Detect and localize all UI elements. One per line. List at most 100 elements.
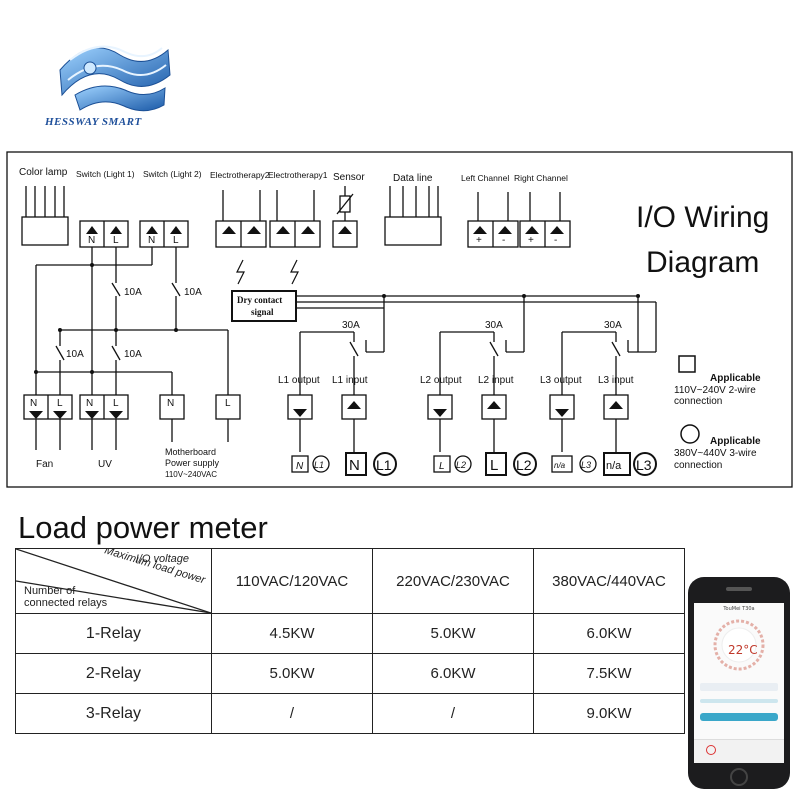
corner-connected-relays: connected relays [24, 597, 108, 609]
terminal-minus: - [502, 235, 505, 246]
label-l2-output: L2 output [420, 375, 462, 386]
table-cell: 6.0KW [533, 613, 685, 654]
label-color-lamp: Color lamp [19, 167, 68, 178]
terminal-n: N [88, 235, 95, 246]
terminal-n: N [148, 235, 155, 246]
terminal-l: L [173, 235, 179, 246]
label-power-supply: Power supply [165, 458, 220, 468]
table-cell: 7.5KW [533, 653, 685, 694]
connector-large: L2 [516, 457, 532, 473]
table-row: 2-Relay 5.0KW 6.0KW 7.5KW [15, 653, 685, 694]
terminal-l: L [57, 398, 63, 409]
relay-rating: 30A [342, 320, 360, 331]
meter-title: Load power meter [18, 510, 268, 545]
column-header: 110VAC/120VAC [211, 548, 373, 614]
relay-rating: 30A [485, 320, 503, 331]
terminal-plus: + [528, 235, 534, 246]
terminal-n: N [30, 398, 37, 409]
row-label: 1-Relay [15, 613, 212, 654]
table-header-row: I/O voltage Maximum load power Number of… [15, 548, 685, 614]
label-l1-input: L1 input [332, 375, 368, 386]
app-title: TouMei T30a [723, 606, 755, 612]
legend-circle-line2: 380V~440V 3-wire [674, 448, 757, 459]
label-fan: Fan [36, 459, 53, 470]
connector-small: L [439, 461, 445, 472]
label-right-channel: Right Channel [514, 173, 568, 183]
table-cell: 5.0KW [372, 613, 534, 654]
table-cell: 5.0KW [211, 653, 373, 694]
row-label: 3-Relay [15, 693, 212, 734]
connector-large: N [349, 457, 360, 474]
brand-name: HESSWAY SMART [45, 116, 142, 128]
smartphone-image: TouMei T30a 22°C [688, 577, 790, 789]
connector-small: N [296, 461, 304, 472]
diagram-frame [6, 151, 793, 488]
phone-screen: TouMei T30a 22°C [694, 603, 784, 763]
connector-large: L1 [376, 457, 392, 473]
legend-circle-line1: Applicable [710, 436, 761, 447]
terminal-l: L [113, 398, 119, 409]
terminal-n: N [167, 398, 174, 409]
connector-large: L3 [636, 457, 652, 473]
label-electrotherapy2: Electrotherapy2 [210, 170, 270, 180]
relay-rating: 10A [124, 287, 142, 298]
column-header: 220VAC/230VAC [372, 548, 534, 614]
legend-circle-line3: connection [674, 460, 722, 471]
relay-rating: 10A [184, 287, 202, 298]
connector-large: L [490, 457, 498, 474]
label-switch-light1: Switch (Light 1) [76, 169, 135, 179]
dry-contact-label: signal [251, 307, 274, 317]
terminal-l: L [225, 398, 231, 409]
app-control-row [700, 683, 778, 691]
corner-number-of: Number of [24, 585, 76, 597]
relay-rating: 30A [604, 320, 622, 331]
label-l2-input: L2 input [478, 375, 514, 386]
dry-contact-label: Dry contact [237, 295, 282, 305]
temperature-readout: 22°C [728, 643, 758, 657]
thermostat-dial-icon [713, 619, 765, 671]
hessway-logo [59, 45, 171, 112]
label-left-channel: Left Channel [461, 173, 509, 183]
terminal-plus: + [476, 235, 482, 246]
diagram-title-line1: I/O Wiring [636, 201, 769, 234]
table-cell: / [211, 693, 373, 734]
table-cell: 6.0KW [372, 653, 534, 694]
table-row: 1-Relay 4.5KW 5.0KW 6.0KW [15, 613, 685, 654]
phone-speaker [726, 587, 752, 591]
label-l3-input: L3 input [598, 375, 634, 386]
label-l1-output: L1 output [278, 375, 320, 386]
legend-square-line2: 110V~240V 2-wire [674, 385, 756, 396]
table-cell: 4.5KW [211, 613, 373, 654]
connector-small: L1 [314, 460, 324, 470]
diagram-title-line2: Diagram [646, 246, 759, 279]
phone-home-button [730, 768, 748, 786]
column-header: 380VAC/440VAC [533, 548, 685, 614]
load-power-table: I/O voltage Maximum load power Number of… [15, 548, 685, 734]
row-label: 2-Relay [15, 653, 212, 694]
app-slider [700, 699, 778, 703]
label-l3-output: L3 output [540, 375, 582, 386]
corner-io-voltage: I/O voltage [135, 553, 189, 565]
connector-small: n/a [554, 461, 566, 470]
power-icon [706, 745, 716, 755]
terminal-minus: - [554, 235, 557, 246]
label-uv: UV [98, 459, 112, 470]
connector-small: L2 [456, 460, 466, 470]
connector-large: n/a [606, 460, 622, 472]
label-motherboard: Motherboard [165, 447, 216, 457]
app-mode-bar [700, 713, 778, 721]
connector-small: L3 [581, 460, 591, 470]
terminal-l: L [113, 235, 119, 246]
legend-square-line1: Applicable [710, 373, 761, 384]
legend-square-line3: connection [674, 396, 722, 407]
table-cell: 9.0KW [533, 693, 685, 734]
label-data-line: Data line [393, 173, 433, 184]
terminal-n: N [86, 398, 93, 409]
relay-rating: 10A [66, 349, 84, 360]
label-sensor: Sensor [333, 172, 365, 183]
relay-rating: 10A [124, 349, 142, 360]
table-corner-cell: I/O voltage Maximum load power Number of… [15, 548, 212, 614]
label-electrotherapy1: Electrotherapy1 [268, 170, 328, 180]
table-cell: / [372, 693, 534, 734]
